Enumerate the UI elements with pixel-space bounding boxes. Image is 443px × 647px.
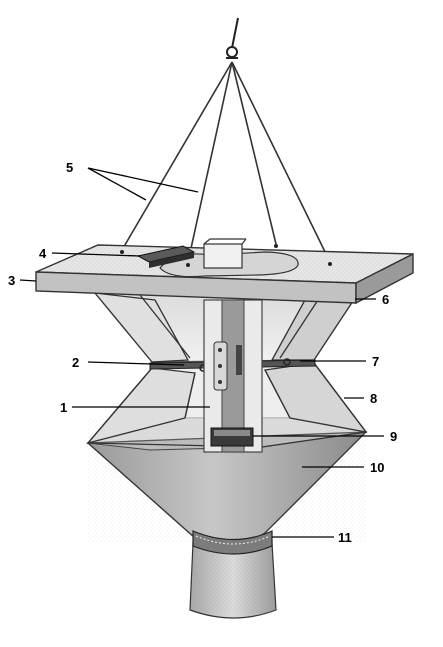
label-5: 5	[66, 160, 73, 175]
label-3: 3	[8, 273, 15, 288]
battery-box	[210, 427, 254, 447]
label-8: 8	[370, 391, 377, 406]
roof-board	[35, 238, 414, 305]
label-6: 6	[382, 292, 389, 307]
label-11: 11	[338, 530, 352, 545]
label-10: 10	[370, 460, 384, 475]
label-9: 9	[390, 429, 397, 444]
collection-sleeve	[189, 542, 277, 619]
label-4: 4	[39, 246, 47, 261]
label-1: 1	[60, 400, 67, 415]
switch-box	[136, 245, 196, 268]
label-7: 7	[372, 354, 379, 369]
label-2: 2	[72, 355, 79, 370]
callout-labels: 1 2 3 4 5 6 7 8 9 10 11	[8, 160, 397, 545]
leader-lines	[19, 167, 384, 538]
collar-ring	[192, 530, 273, 555]
central-bracket	[203, 299, 263, 453]
hanging-hook	[226, 17, 239, 59]
suspension-strings	[121, 61, 331, 263]
